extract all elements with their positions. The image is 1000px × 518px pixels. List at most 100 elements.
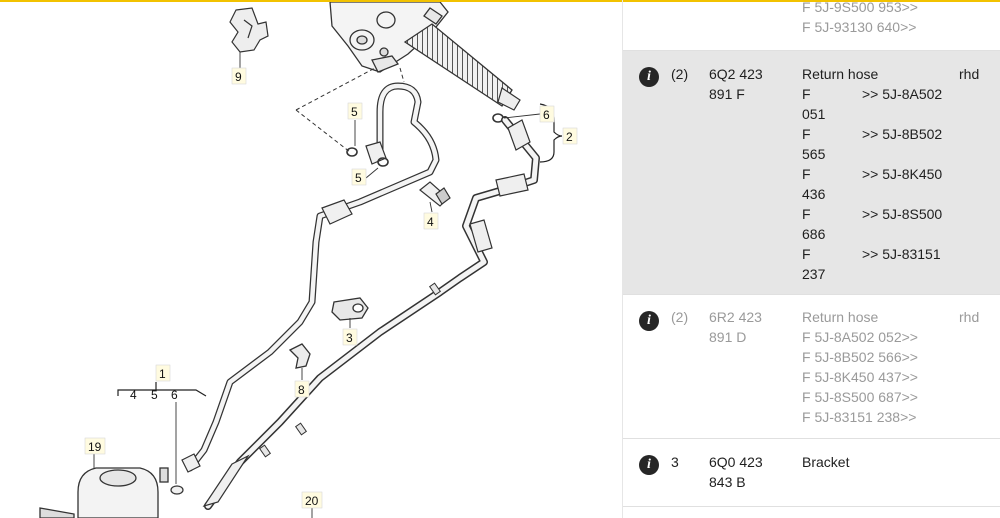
range-prefix: F [802, 246, 811, 262]
range-value: >> 5J-8A502 [862, 86, 943, 102]
parts-row-bracket[interactable]: i 3 6Q0 423 843 B Bracket [623, 439, 1000, 507]
range-value: >> 5J-83151 [862, 246, 941, 262]
leader-lines [295, 67, 405, 153]
part-name: Return hose [802, 66, 879, 82]
reservoir-19 [39, 467, 169, 518]
callout-labels: 9 5 5 4 6 2 3 8 1 4 5 6 19 20 [84, 67, 578, 509]
part-remark: rhd [959, 309, 980, 325]
return-hose-fittings [202, 119, 531, 508]
callout-8: 8 [294, 380, 310, 398]
part-description: Return hose F 5J-8A502 052>> F 5J-8B502 … [802, 307, 962, 427]
callout-5-group: 5 [151, 388, 158, 402]
chassis-range: F >> 5J-83151 [802, 244, 962, 264]
steering-rack [329, 2, 449, 73]
chassis-range: F >> 5J-8K450 [802, 164, 962, 184]
hose-clamps [258, 282, 442, 458]
svg-text:6: 6 [543, 108, 550, 122]
range-continued: 051 [802, 106, 826, 122]
note-line: F 5J-9S500 953>> [802, 0, 918, 15]
callout-6: 6 [539, 105, 555, 123]
callout-4-group: 4 [130, 388, 137, 402]
callout-5b: 5 [351, 168, 367, 186]
svg-text:5: 5 [355, 171, 362, 185]
parts-list: F 5J-9S500 953>> F 5J-93130 640>> i (2) … [622, 0, 1000, 518]
range-value: >> 5J-8S500 [862, 206, 943, 222]
part-position: 3 [671, 454, 679, 470]
callout-5a: 5 [347, 102, 363, 120]
note-line: F 5J-8K450 437>> [802, 369, 918, 385]
range-prefix: F [802, 166, 811, 182]
part-number-line: 6Q0 423 [709, 454, 763, 470]
callout-19: 19 [84, 437, 106, 455]
svg-text:19: 19 [88, 440, 102, 454]
callout-9: 9 [231, 67, 247, 85]
rack-boot [403, 23, 521, 111]
part-8-clip [288, 343, 311, 369]
part-number-line: 843 B [709, 474, 746, 490]
callout-6-group: 6 [171, 388, 178, 402]
return-hose [204, 116, 540, 510]
part-position: (2) [671, 66, 689, 82]
svg-text:20: 20 [305, 494, 319, 508]
parts-row-return-hose-6r2[interactable]: i (2) 6R2 423 891 D Return hose F 5J-8A5… [623, 295, 1000, 439]
callout-3: 3 [342, 328, 358, 346]
callout-20: 20 [301, 491, 323, 509]
chassis-range: F >> 5J-8S500 [802, 204, 962, 224]
range-continued: 686 [802, 226, 826, 242]
part-position: (2) [671, 309, 689, 325]
info-icon[interactable]: i [639, 311, 659, 331]
range-prefix: F [802, 206, 811, 222]
exploded-view-drawing: 9 5 5 4 6 2 3 8 1 4 5 6 19 20 [39, 2, 578, 518]
part-description: Bracket [802, 454, 850, 470]
range-value: >> 5J-8B502 [862, 126, 943, 142]
svg-text:1: 1 [159, 367, 166, 381]
part-number[interactable]: 6Q0 423 843 B [709, 452, 789, 492]
callout-4: 4 [423, 212, 439, 230]
svg-text:3: 3 [346, 331, 353, 345]
svg-text:6: 6 [171, 388, 178, 402]
range-continued: 237 [802, 266, 826, 282]
svg-text:5: 5 [351, 105, 358, 119]
range-prefix: F [802, 126, 811, 142]
part-notes: F 5J-9S500 953>> F 5J-93130 640>> [802, 0, 962, 37]
svg-text:4: 4 [427, 215, 434, 229]
info-icon[interactable]: i [639, 67, 659, 87]
part-number-line: 891 D [709, 329, 747, 345]
svg-text:8: 8 [298, 383, 305, 397]
part-3-bracket [331, 297, 369, 321]
part-number[interactable]: 6R2 423 891 D [709, 307, 789, 347]
callout-2: 2 [562, 127, 578, 145]
callout-leaders [93, 52, 541, 518]
range-value: >> 5J-8K450 [862, 166, 943, 182]
note-line: F 5J-83151 238>> [802, 409, 917, 425]
parts-row-return-hose-6q2[interactable]: i (2) 6Q2 423 891 F Return hose F >> 5J-8… [623, 51, 1000, 295]
info-icon[interactable]: i [639, 455, 659, 475]
svg-text:2: 2 [566, 130, 573, 144]
group-brackets [117, 103, 563, 397]
svg-text:4: 4 [130, 388, 137, 402]
svg-text:9: 9 [235, 70, 242, 84]
svg-text:5: 5 [151, 388, 158, 402]
range-prefix: F [802, 86, 811, 102]
pressure-line-upper [186, 82, 440, 472]
part-number-line: 6R2 423 [709, 309, 762, 325]
chassis-range: F >> 5J-8B502 [802, 124, 962, 144]
part-4-bolt [419, 181, 451, 207]
parts-row-partial: F 5J-9S500 953>> F 5J-93130 640>> [623, 0, 1000, 51]
range-continued: 565 [802, 146, 826, 162]
part-number-line: 891 F [709, 86, 745, 102]
part-number[interactable]: 6Q2 423 891 F [709, 64, 789, 104]
part-number-line: 6Q2 423 [709, 66, 763, 82]
chassis-range: F >> 5J-8A502 [802, 84, 962, 104]
part-description: Return hose F >> 5J-8A502 051 F >> 5J-8B50… [802, 64, 962, 284]
note-line: F 5J-8S500 687>> [802, 389, 918, 405]
parts-diagram: 9 5 5 4 6 2 3 8 1 4 5 6 19 20 [0, 2, 622, 518]
top-accent-bar [0, 0, 1000, 2]
note-line: F 5J-8A502 052>> [802, 329, 918, 345]
range-continued: 436 [802, 186, 826, 202]
callout-1: 1 [155, 364, 171, 382]
note-line: F 5J-8B502 566>> [802, 349, 918, 365]
note-line: F 5J-93130 640>> [802, 19, 917, 35]
part-name: Return hose [802, 309, 879, 325]
part-9-clip [229, 7, 269, 53]
